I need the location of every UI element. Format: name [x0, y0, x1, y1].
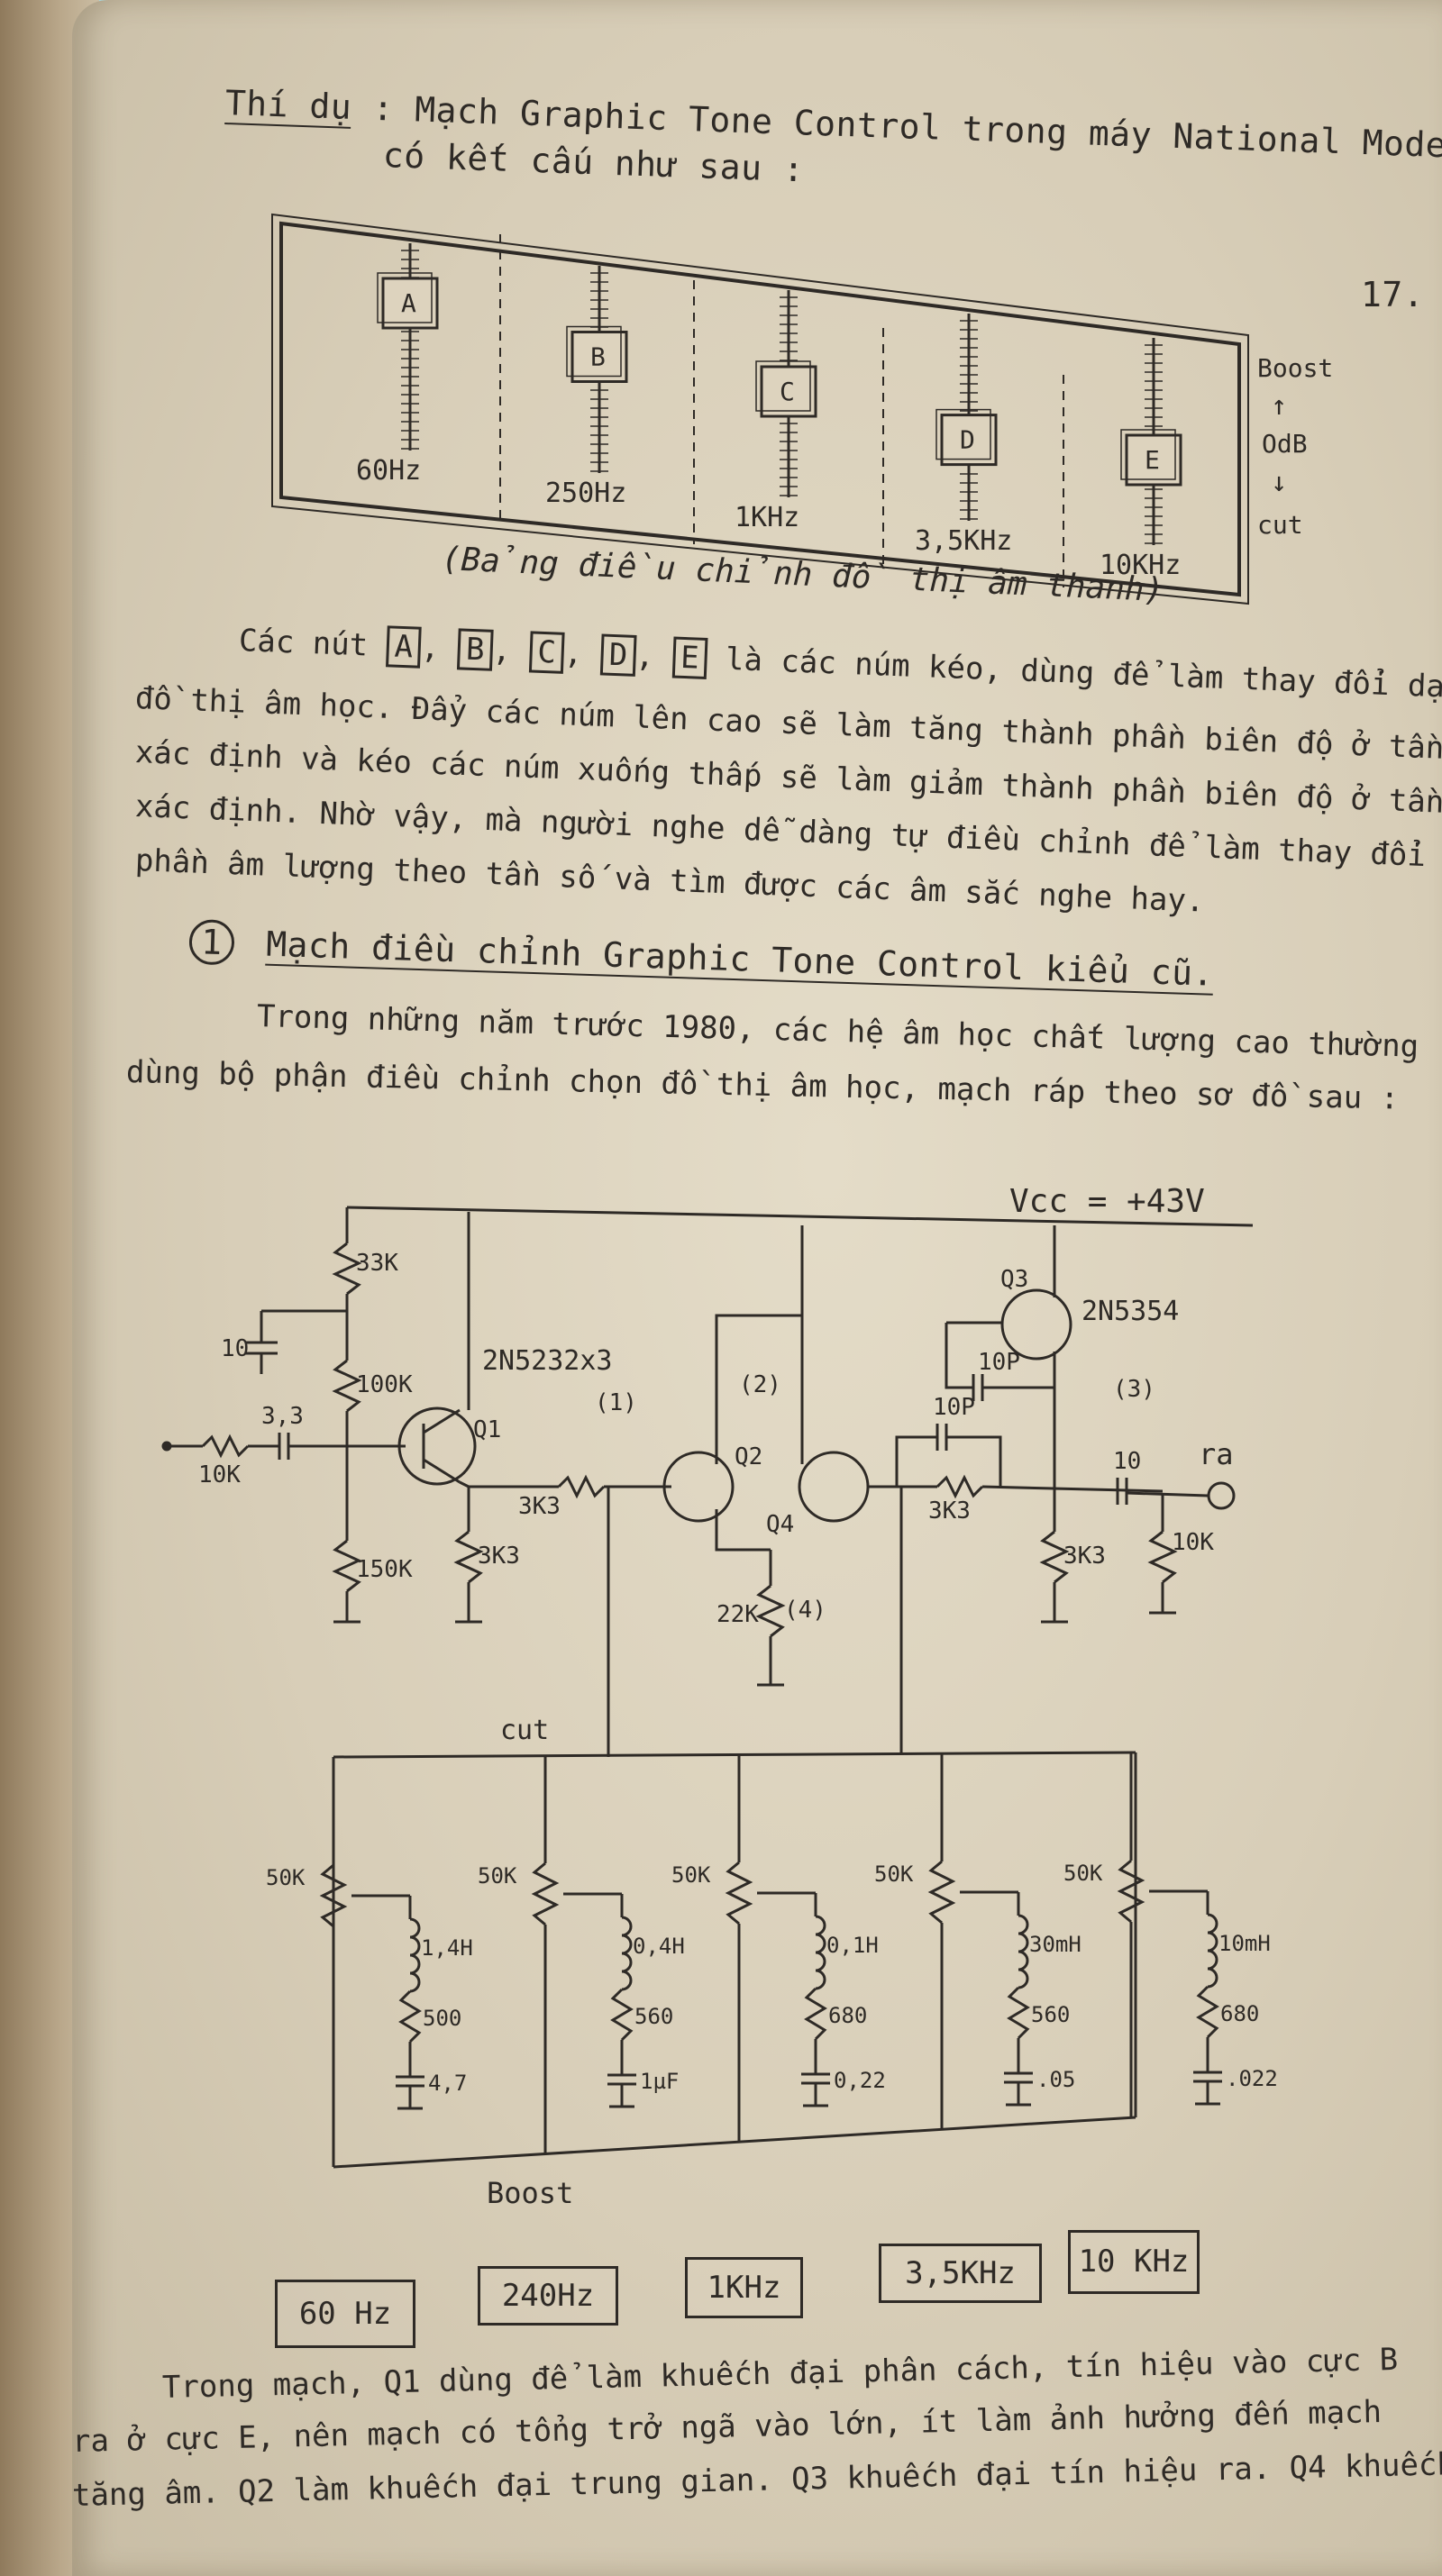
- slider-knob-label: A: [401, 288, 416, 318]
- page-number: 17.: [1361, 275, 1425, 314]
- knob-ref-d: D: [599, 633, 637, 677]
- slider-freq-label: 1KHz: [735, 502, 799, 533]
- slider-knob-label: E: [1145, 445, 1160, 475]
- slider-knob-c[interactable]: [760, 365, 817, 418]
- eq-panel: [271, 213, 1249, 605]
- eq-panel-border: [279, 221, 1241, 597]
- slider-knob-shadow: [1120, 429, 1176, 480]
- paragraph1-start: Các nút: [238, 623, 369, 664]
- slider-freq-label: 250Hz: [545, 478, 626, 509]
- slider-knob-d[interactable]: [940, 414, 998, 467]
- band-box-60hz: 60 Hz: [275, 2280, 415, 2348]
- knob-ref-b: B: [457, 628, 494, 671]
- scale-mid: OdB: [1262, 429, 1308, 459]
- eq-panel-border-outer: [271, 213, 1249, 605]
- band-box-3-5khz: 3,5KHz: [879, 2244, 1042, 2303]
- knob-ref-a: A: [385, 625, 422, 669]
- slider-knob-shadow: [566, 325, 622, 378]
- slider-knob-label: C: [780, 377, 795, 406]
- eq-sliders: A 60Hz B 250Hz C 1KHz D 3,5KHz E 10KHz: [356, 234, 1182, 587]
- band-box-240hz: 240Hz: [478, 2266, 618, 2326]
- slider-knob-label: B: [590, 342, 606, 372]
- scale-up-arrow: ↑: [1271, 390, 1287, 422]
- slider-freq-label: 60Hz: [356, 455, 421, 487]
- slider-knob-shadow: [377, 272, 433, 323]
- knob-ref-c: C: [528, 631, 565, 674]
- slider-knob-label: D: [960, 425, 975, 455]
- slider-knob-a[interactable]: [381, 277, 439, 330]
- slider-knob-b[interactable]: [570, 331, 628, 383]
- slider-freq-label: 10KHz: [1100, 550, 1181, 581]
- knob-ref-e: E: [671, 636, 708, 679]
- scale-top: Boost: [1257, 353, 1333, 383]
- band-box-1khz: 1KHz: [685, 2257, 803, 2318]
- band-box-10khz: 10 KHz: [1068, 2230, 1200, 2294]
- slider-freq-label: 3,5KHz: [915, 525, 1012, 557]
- scale-bottom: cut: [1257, 510, 1303, 540]
- scale-down-arrow: ↓: [1271, 467, 1287, 498]
- section1-number: 1: [188, 919, 235, 966]
- slider-knob-shadow: [935, 408, 991, 460]
- slider-knob-shadow: [755, 360, 811, 412]
- slider-knob-e[interactable]: [1125, 433, 1182, 487]
